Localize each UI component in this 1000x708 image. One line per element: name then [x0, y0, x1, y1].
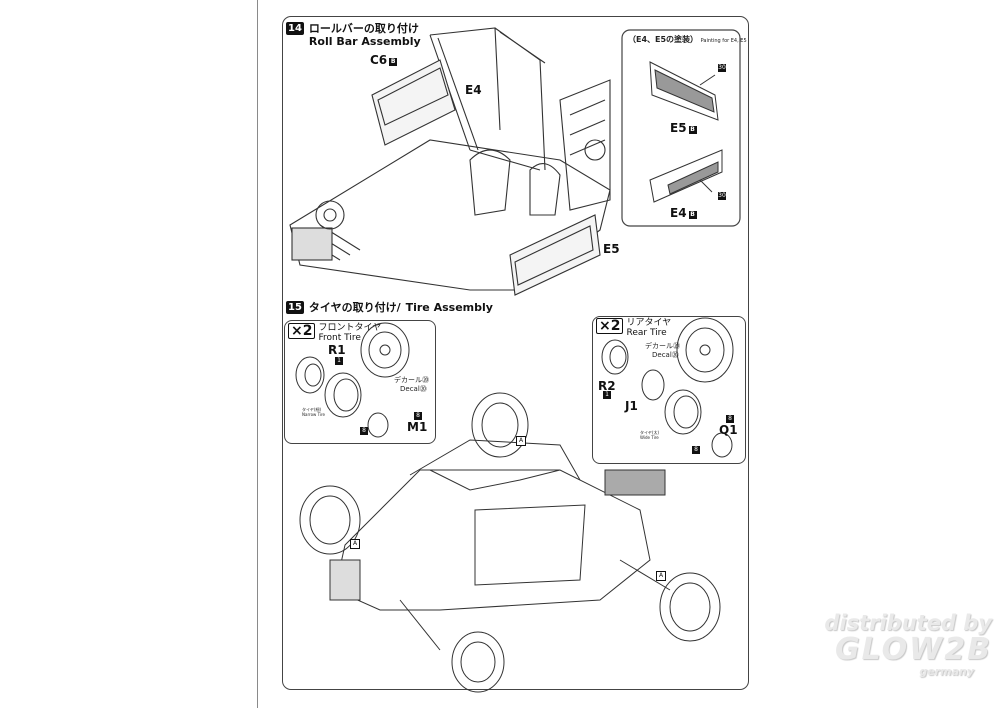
callout-a-rear-bottom: A — [656, 571, 666, 581]
inset-e4-text: E4 — [670, 206, 687, 220]
front-tire-note-jp: タイヤ(細) — [302, 407, 322, 412]
r1-badge: 1 — [335, 357, 343, 365]
front-narrow-tire — [324, 372, 362, 418]
painting-inset-title: （E4、E5の塗装） Painting for E4, E5 — [628, 36, 747, 45]
front-assembled-tire — [360, 322, 410, 378]
part-e5-label: E5 — [603, 242, 620, 256]
step-15-title-en: Tire Assembly — [405, 301, 493, 314]
step-14-header: 14 ロールバーの取り付け Roll Bar Assembly — [286, 22, 421, 48]
q1-side-badge: 8 — [692, 446, 700, 454]
m1-label: M1 — [407, 420, 428, 434]
watermark-line3: germany — [919, 665, 974, 678]
m1-side-badge: 8 — [360, 427, 368, 435]
distributor-watermark: distributed by GLOW2B germany — [812, 612, 992, 678]
chassis-outline — [289, 139, 611, 291]
rear-wide-tire — [664, 389, 702, 435]
wheel-rear-bottom — [659, 572, 721, 642]
rear-qty: ×2 — [596, 318, 624, 334]
front-tire-inset — [284, 320, 436, 444]
front-title-jp: フロントタイヤ — [318, 323, 382, 333]
front-tire-note: タイヤ(細)Narrow Tire — [302, 407, 325, 417]
rear-tire-note-en: Wide Tire — [640, 435, 659, 440]
callout-a-rear-top: A — [516, 436, 526, 446]
rear-tire-note-jp: タイヤ(太) — [640, 430, 660, 435]
q1-badge: 8 — [726, 415, 734, 423]
rear-assembled-tire — [676, 317, 734, 383]
front-wheel-m1 — [367, 412, 389, 438]
radiator-grille — [291, 227, 333, 261]
step-15-number: 15 — [286, 301, 304, 314]
rear-vent — [604, 469, 666, 496]
rear-tire-note: タイヤ(太)Wide Tire — [640, 430, 659, 440]
front-title-en: Front Tire — [318, 333, 361, 343]
rear-title-jp: リアタイヤ — [626, 318, 672, 328]
front-tire-title: ×2 フロントタイヤ Front Tire — [288, 323, 381, 343]
rear-tire-title: ×2 リアタイヤ Rear Tire — [596, 318, 671, 338]
r2-badge: 1 — [603, 391, 611, 399]
step-14-title-jp: ロールバーの取り付け — [308, 22, 419, 35]
rear-decal-jp: デカール⑳ — [645, 342, 680, 350]
front-decal-en: Decal⑳ — [400, 385, 427, 393]
c6-text: C6 — [370, 53, 388, 67]
page-edge-line — [257, 0, 258, 708]
front-tire-note-en: Narrow Tire — [302, 412, 326, 417]
m1-badge: 8 — [414, 412, 422, 420]
rear-wheel-r2 — [601, 339, 629, 375]
rear-decal-en: Decal⑳ — [652, 351, 679, 359]
e5-painting-drawing — [649, 61, 719, 121]
inset-e4-badge: B — [688, 211, 697, 219]
wheel-rear-top — [471, 392, 529, 458]
rear-wheel-j1 — [641, 369, 665, 401]
r1-text: R1 — [328, 343, 346, 357]
step-14-number: 14 — [286, 22, 304, 35]
inset-e5-text: E5 — [670, 121, 687, 135]
front-decal-jp: デカール⑳ — [394, 376, 429, 384]
rear-tire-inset — [592, 316, 746, 464]
r1-label: R1 — [328, 344, 346, 357]
q1-label: Q1 — [719, 423, 738, 437]
watermark-line1: distributed by — [824, 611, 992, 635]
rear-wheel-q1 — [711, 432, 733, 458]
instruction-frame — [282, 16, 749, 690]
r2-label: R2 — [598, 379, 616, 393]
part-e4-label: E4 — [465, 83, 482, 97]
step-15-title-jp: タイヤの取り付け/ — [308, 301, 401, 314]
wheel-front-left — [299, 485, 361, 555]
e4-painting-drawing — [649, 149, 723, 203]
color-badge-e5: 30 — [718, 64, 726, 72]
color-badge-e4: 30 — [718, 192, 726, 200]
inset-e5-badge: B — [688, 126, 697, 134]
j1-label: J1 — [625, 399, 638, 413]
front-qty: ×2 — [288, 323, 316, 339]
wheel-front-bottom — [451, 631, 505, 693]
watermark-logo: GLOW2B — [834, 632, 992, 667]
e5-panel — [509, 214, 601, 296]
door-panel — [474, 504, 586, 586]
front-grille — [329, 559, 361, 601]
step-14-title-en: Roll Bar Assembly — [308, 35, 421, 48]
painting-title-en: Painting for E4, E5 — [700, 38, 747, 44]
callout-a-front-left: A — [350, 539, 360, 549]
painting-inset-frame — [621, 29, 741, 227]
e4-panel — [371, 59, 456, 146]
rear-title-en: Rear Tire — [626, 328, 667, 338]
car-body — [334, 469, 651, 611]
c6-badge: B — [389, 58, 398, 66]
step-15-header: 15 タイヤの取り付け/ Tire Assembly — [286, 301, 493, 314]
painting-title-jp: （E4、E5の塗装） — [628, 35, 699, 44]
front-wheel-r1 — [295, 356, 325, 394]
